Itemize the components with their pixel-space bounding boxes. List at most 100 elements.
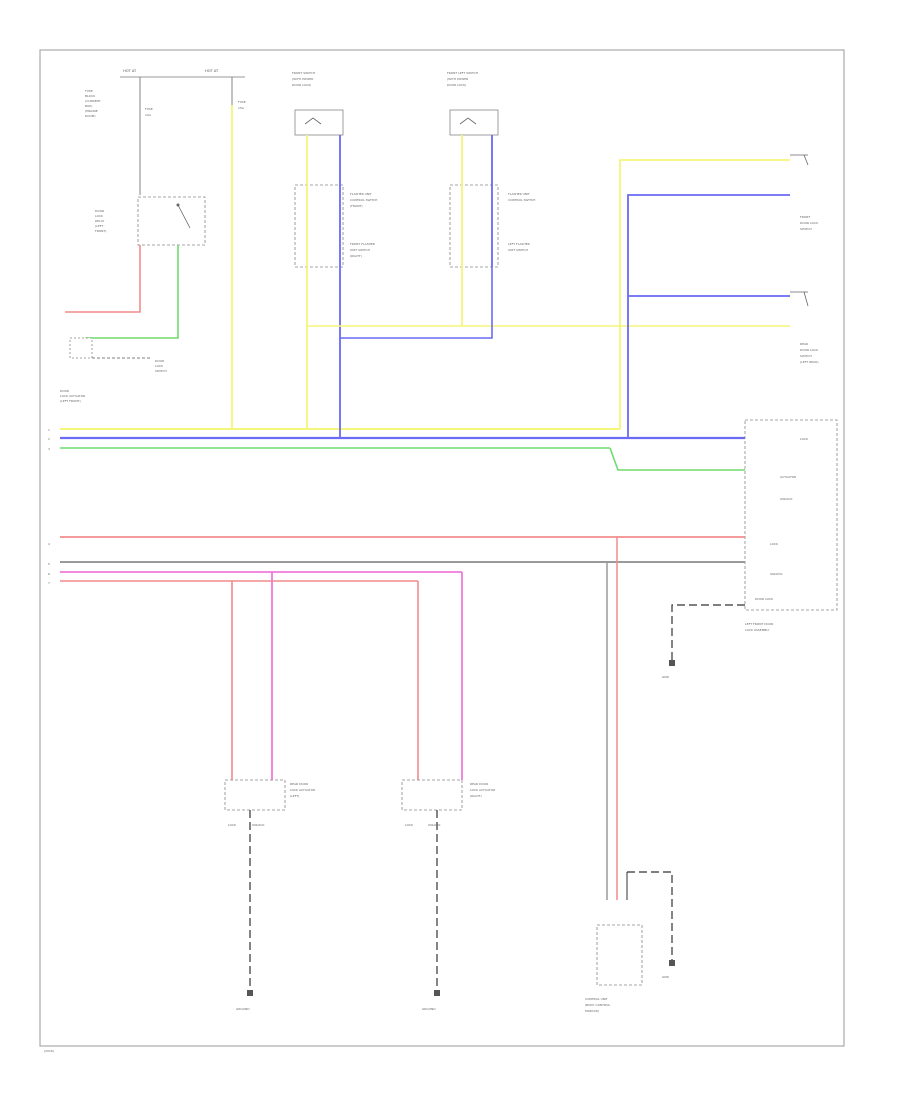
svg-text:4: 4: [48, 542, 50, 546]
svg-text:7: 7: [48, 581, 50, 585]
svg-text:3: 3: [48, 447, 50, 451]
svg-text:(LEFT): (LEFT): [290, 794, 299, 798]
right-front-sensor: FRONT DOOR LOCK SWITCH: [790, 154, 819, 231]
svg-text:DOOR LOCK): DOOR LOCK): [292, 83, 311, 87]
svg-text:(ENGINE: (ENGINE: [85, 109, 98, 113]
svg-text:FUSE: FUSE: [145, 107, 153, 111]
svg-text:DOOR LOCK: DOOR LOCK: [800, 348, 819, 352]
svg-text:LOCK: LOCK: [405, 823, 414, 827]
svg-text:LOCK: LOCK: [800, 437, 809, 441]
svg-text:SWITCH: SWITCH: [800, 227, 812, 231]
svg-text:CONTROL SWITCH: CONTROL SWITCH: [508, 198, 535, 202]
svg-text:GND: GND: [662, 675, 670, 679]
wire-blue-right-top: [627, 194, 790, 438]
svg-text:DOOR LOCK: DOOR LOCK: [755, 597, 774, 601]
svg-text:(FRONT): (FRONT): [350, 204, 363, 208]
wire-red-relay: [65, 245, 141, 313]
wire-blue-cross: [340, 267, 493, 339]
svg-text:FRONT: FRONT: [800, 215, 810, 219]
svg-text:DOOR LOCK: DOOR LOCK: [800, 221, 819, 225]
svg-text:FUSE: FUSE: [238, 100, 246, 104]
svg-text:LEFT FLASHER: LEFT FLASHER: [508, 242, 530, 246]
left-front-door-lock-assembly: LOCK ACTUATOR UNLOCK LOCK UNLOCK DOOR LO…: [744, 419, 838, 632]
svg-text:LOCK ACTUATOR: LOCK ACTUATOR: [60, 394, 85, 398]
svg-text:UNLOCK: UNLOCK: [252, 823, 265, 827]
front-left-switch: FRONT LEFT SWITCH (WITH POWER DOOR LOCK)…: [447, 71, 535, 268]
front-right-switch: FRONT SWITCH (WITH POWER DOOR LOCK) FLAS…: [292, 71, 377, 268]
svg-text:ROOM): ROOM): [85, 114, 96, 118]
svg-text:DOOR: DOOR: [95, 209, 104, 213]
svg-text:FRONT LEFT SWITCH: FRONT LEFT SWITCH: [447, 71, 478, 75]
svg-text:LEFT FRONT DOOR: LEFT FRONT DOOR: [745, 622, 773, 626]
svg-text:FUSE: FUSE: [85, 89, 93, 93]
svg-text:REAR DOOR: REAR DOOR: [470, 782, 488, 786]
svg-text:(LEFT REAR): (LEFT REAR): [800, 360, 818, 364]
svg-text:(BODY CONTROL: (BODY CONTROL: [585, 1003, 610, 1007]
left-door-lock-switch: DOOR LOCK SWITCH DOOR LOCK ACTUATOR (LEF…: [60, 337, 167, 403]
svg-text:LOCK: LOCK: [228, 823, 237, 827]
svg-text:1: 1: [48, 428, 50, 432]
svg-text:BOX): BOX): [85, 104, 92, 108]
left-relay: DOOR LOCK RELAY (LEFT FRONT): [95, 196, 206, 246]
svg-text:ACTUATOR: ACTUATOR: [780, 475, 796, 479]
rear-right-lock: REAR DOOR LOCK ACTUATOR (RIGHT) LOCK UNL…: [401, 779, 495, 827]
svg-text:REAR DOOR: REAR DOOR: [290, 782, 308, 786]
wire-black-cu-gnd: [627, 871, 673, 960]
control-unit: CONTROL UNIT (BODY CONTROL MODULE): [585, 924, 643, 1013]
svg-text:LOCK: LOCK: [770, 542, 779, 546]
svg-text:BLOCK: BLOCK: [85, 94, 96, 98]
ground-3: GND: [662, 960, 675, 979]
svg-text:CONTROL SWITCH: CONTROL SWITCH: [350, 198, 377, 202]
svg-text:5: 5: [48, 562, 50, 566]
svg-text:10A: 10A: [145, 113, 152, 117]
svg-text:2: 2: [48, 437, 50, 441]
svg-text:LOCK ACTUATOR: LOCK ACTUATOR: [290, 788, 315, 792]
svg-text:SWITCH: SWITCH: [800, 354, 812, 358]
svg-text:(RIGHT): (RIGHT): [350, 254, 362, 258]
svg-text:DOOR: DOOR: [155, 359, 164, 363]
svg-text:FLASHER UNIT: FLASHER UNIT: [508, 192, 530, 196]
svg-text:UNIT SWITCH: UNIT SWITCH: [508, 248, 528, 252]
svg-text:LOCK ACTUATOR: LOCK ACTUATOR: [470, 788, 495, 792]
svg-text:FRONT FLASHER: FRONT FLASHER: [350, 242, 375, 246]
wire-green-relay: [85, 245, 179, 339]
svg-text:FRONT SWITCH: FRONT SWITCH: [292, 71, 315, 75]
ground-4: GND: [662, 660, 675, 679]
left-top-fuse-group: HOT AT HOT AT FUSE BLOCK (CURRENT BOX) (…: [85, 69, 246, 195]
svg-text:GND: GND: [662, 975, 670, 979]
svg-text:GROUND: GROUND: [236, 1007, 250, 1011]
svg-text:REAR: REAR: [800, 342, 808, 346]
svg-text:SWITCH: SWITCH: [155, 369, 167, 373]
rear-left-lock: REAR DOOR LOCK ACTUATOR (LEFT) LOCK UNLO…: [224, 779, 315, 827]
svg-text:UNLOCK: UNLOCK: [428, 823, 441, 827]
svg-text:(LEFT: (LEFT: [95, 224, 103, 228]
svg-text:(CURRENT: (CURRENT: [85, 99, 101, 103]
svg-text:HOT AT: HOT AT: [205, 69, 219, 73]
wire-green-to-lock: [609, 447, 745, 471]
svg-text:6: 6: [48, 572, 50, 576]
svg-text:DOOR LOCK): DOOR LOCK): [447, 83, 466, 87]
wire-black-lfd-gnd: [671, 604, 745, 660]
svg-text:(WITH POWER: (WITH POWER: [447, 77, 468, 81]
ground-1: GROUND: [236, 990, 253, 1011]
svg-text:(RIGHT): (RIGHT): [470, 794, 482, 798]
svg-text:CONTROL UNIT: CONTROL UNIT: [585, 997, 608, 1001]
svg-text:FLASHER UNIT: FLASHER UNIT: [350, 192, 372, 196]
svg-text:GROUND: GROUND: [422, 1007, 436, 1011]
svg-text:(WITH POWER: (WITH POWER: [292, 77, 313, 81]
svg-text:UNIT SWITCH: UNIT SWITCH: [350, 248, 370, 252]
svg-text:DOOR: DOOR: [60, 389, 69, 393]
svg-text:UNLOCK: UNLOCK: [770, 572, 783, 576]
svg-text:FRONT): FRONT): [95, 229, 106, 233]
lower-bus-connector: 4 5 6 7: [48, 542, 50, 585]
diagram-border: [39, 49, 845, 1047]
ground-2: GROUND: [422, 990, 440, 1011]
svg-text:UNLOCK: UNLOCK: [780, 497, 793, 501]
svg-text:LOCK: LOCK: [155, 364, 164, 368]
footer-code: (2016): [44, 1049, 54, 1053]
svg-text:(LEFT FRONT): (LEFT FRONT): [60, 399, 81, 403]
svg-text:15A: 15A: [238, 106, 245, 110]
svg-text:LOCK: LOCK: [95, 214, 104, 218]
svg-text:RELAY: RELAY: [95, 219, 105, 223]
